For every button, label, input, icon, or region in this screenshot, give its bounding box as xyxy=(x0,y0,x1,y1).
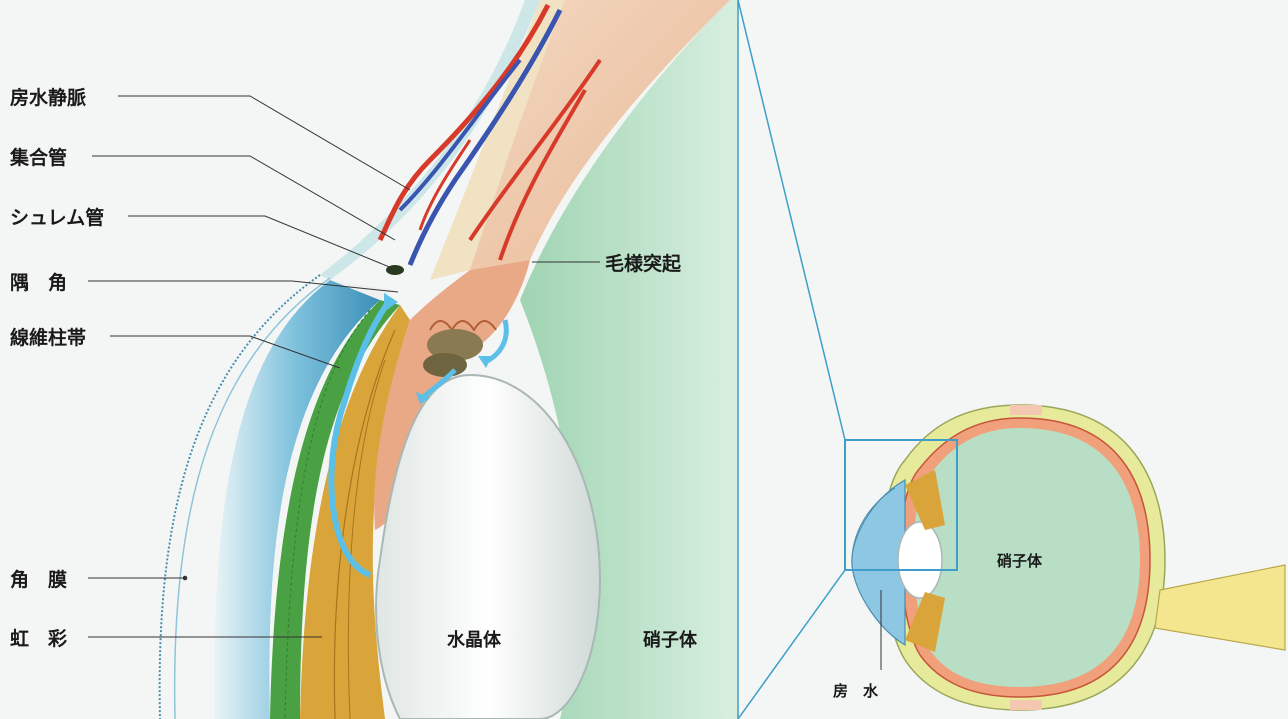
label-aqueous-vein: 房水静脈 xyxy=(10,83,86,110)
label-schlemm-canal: シュレム管 xyxy=(10,203,104,230)
main-section xyxy=(160,0,738,719)
label-collector-channel: 集合管 xyxy=(10,143,67,170)
leader-collector-channel xyxy=(92,156,395,240)
label-ciliary-process: 毛様突起 xyxy=(605,249,681,276)
inset-lens xyxy=(898,522,942,598)
label-iris: 虹 彩 xyxy=(10,624,67,651)
label-vitreous: 硝子体 xyxy=(643,626,697,652)
label-cornea: 角 膜 xyxy=(10,565,67,592)
inset-label-vitreous: 硝子体 xyxy=(997,550,1042,571)
label-trabecular-meshwork: 線維柱帯 xyxy=(10,323,86,350)
leader-aqueous-vein xyxy=(118,96,410,190)
inset-label-aqueous: 房 水 xyxy=(833,680,878,701)
label-lens: 水晶体 xyxy=(447,626,501,652)
label-angle: 隅 角 xyxy=(10,268,67,295)
